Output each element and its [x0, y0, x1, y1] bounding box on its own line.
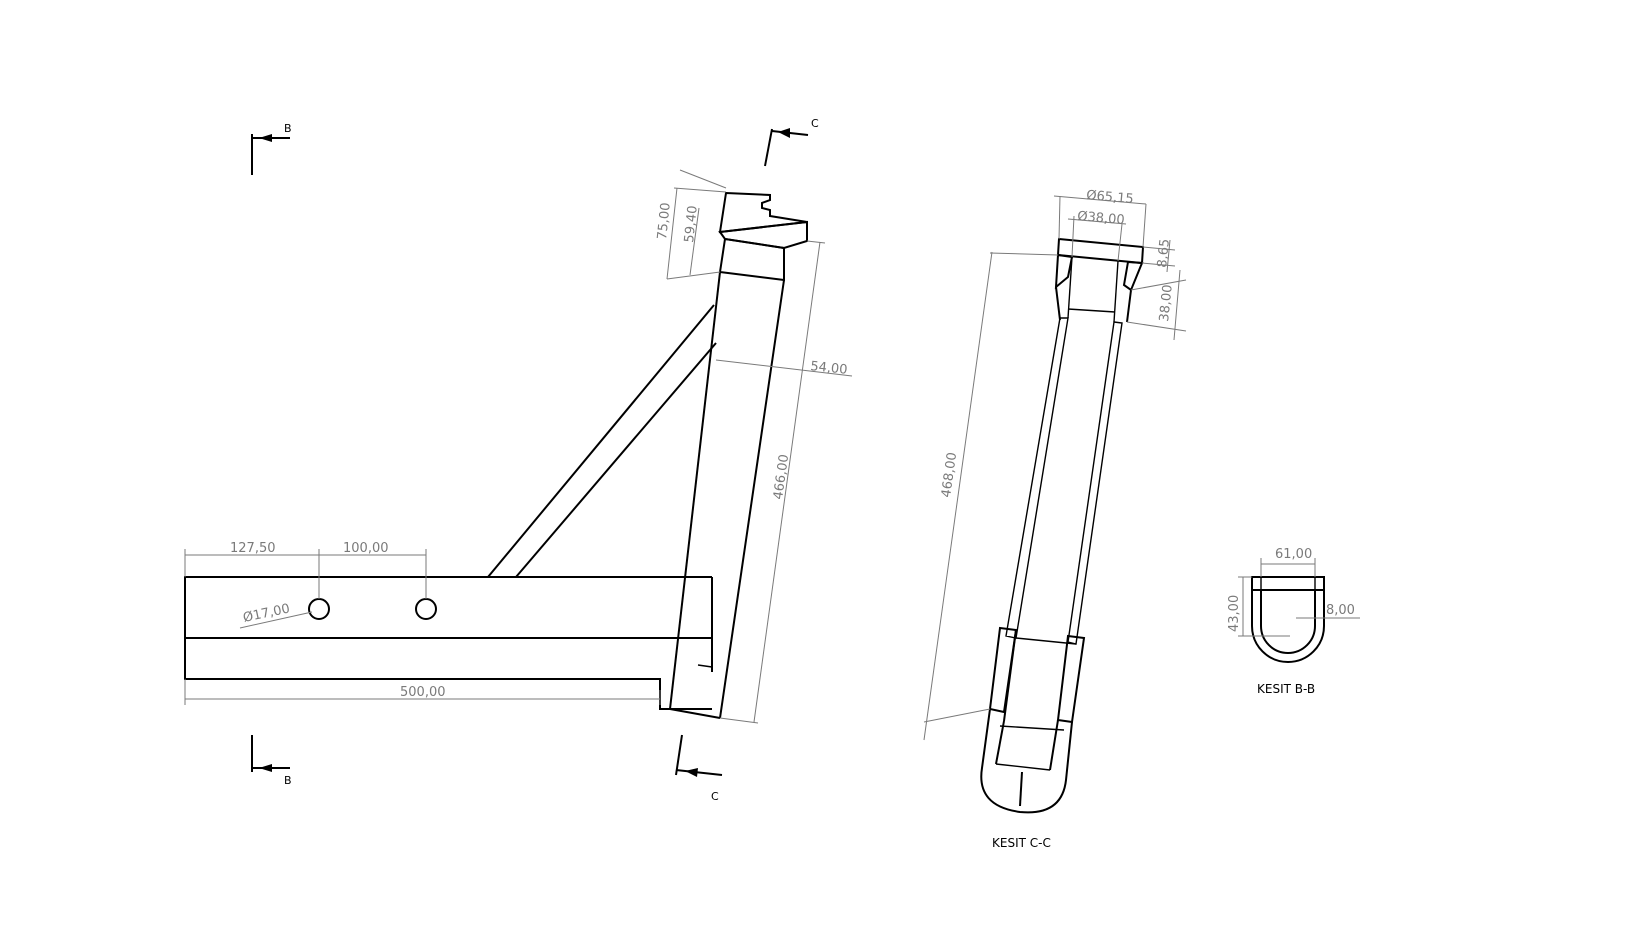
bolt-hole-2 [415, 598, 437, 620]
svg-text:43,00: 43,00 [1227, 595, 1242, 632]
dim-466-00: 466,00 [719, 240, 826, 724]
tube-head [718, 191, 808, 282]
section-marker-c-bottom: C [675, 734, 723, 803]
dim-8-00: 8,00 [1296, 603, 1360, 619]
dim-54-00: 54,00 [715, 359, 853, 378]
dim-127-50: 127,50 [184, 541, 320, 599]
dim-8-65: 8,65 [1141, 238, 1176, 273]
section-marker-b-top: B [251, 122, 292, 175]
dim-43-00: 43,00 [1227, 576, 1290, 637]
dim-468-00: 468,00 [923, 251, 1059, 741]
dim-500-00: 500,00 [184, 679, 661, 705]
dim-61-00: 61,00 [1260, 547, 1316, 577]
dim-65-15: Ø65,15 [1053, 188, 1147, 248]
svg-text:61,00: 61,00 [1275, 547, 1312, 562]
main-view: 127,50 100,00 Ø17,00 500,00 75,00 59,40 [184, 169, 853, 724]
diagonal-brace-inner [515, 342, 717, 578]
tube-left-edge [669, 271, 721, 710]
tube-right-edge [719, 279, 785, 719]
svg-text:8,00: 8,00 [1326, 603, 1355, 618]
dim-38-00: 38,00 [1126, 269, 1187, 341]
section-marker-b-bottom: B [251, 735, 292, 787]
section-b-title: KESIT B-B [1257, 682, 1315, 696]
svg-text:468,00: 468,00 [939, 451, 960, 498]
svg-text:59,40: 59,40 [682, 205, 701, 244]
svg-text:500,00: 500,00 [400, 685, 446, 700]
dim-75-00: 75,00 [655, 187, 727, 280]
bolt-hole-1 [308, 598, 330, 620]
section-label-c-bottom: C [711, 790, 719, 803]
svg-text:Ø38,00: Ø38,00 [1077, 209, 1126, 228]
svg-text:466,00: 466,00 [771, 453, 792, 500]
diagonal-brace-outer [487, 304, 715, 578]
section-c-c: Ø65,15 Ø38,00 8,65 38,00 468,00 KESIT C-… [923, 188, 1187, 850]
beam-outline [184, 576, 712, 710]
dim-59-40: 59,40 [679, 169, 727, 276]
section-marker-c-top: C [764, 117, 819, 167]
section-label-b-bottom: B [284, 774, 292, 787]
section-c-title: KESIT C-C [992, 836, 1051, 850]
section-b-b: 61,00 43,00 8,00 KESIT B-B [1227, 547, 1360, 696]
svg-text:127,50: 127,50 [230, 541, 276, 556]
dim-diameter-17: Ø17,00 [239, 601, 313, 629]
svg-text:Ø65,15: Ø65,15 [1086, 188, 1135, 207]
svg-text:54,00: 54,00 [810, 359, 849, 378]
dim-38-00-dia: Ø38,00 [1067, 209, 1127, 262]
rounded-end-cap [980, 708, 1073, 814]
section-label-b-top: B [284, 122, 292, 135]
svg-text:38,00: 38,00 [1157, 284, 1176, 323]
svg-text:75,00: 75,00 [655, 202, 674, 241]
svg-text:100,00: 100,00 [343, 541, 389, 556]
section-label-c-top: C [811, 117, 819, 130]
svg-text:8,65: 8,65 [1155, 238, 1173, 268]
dim-100-00: 100,00 [319, 541, 427, 599]
